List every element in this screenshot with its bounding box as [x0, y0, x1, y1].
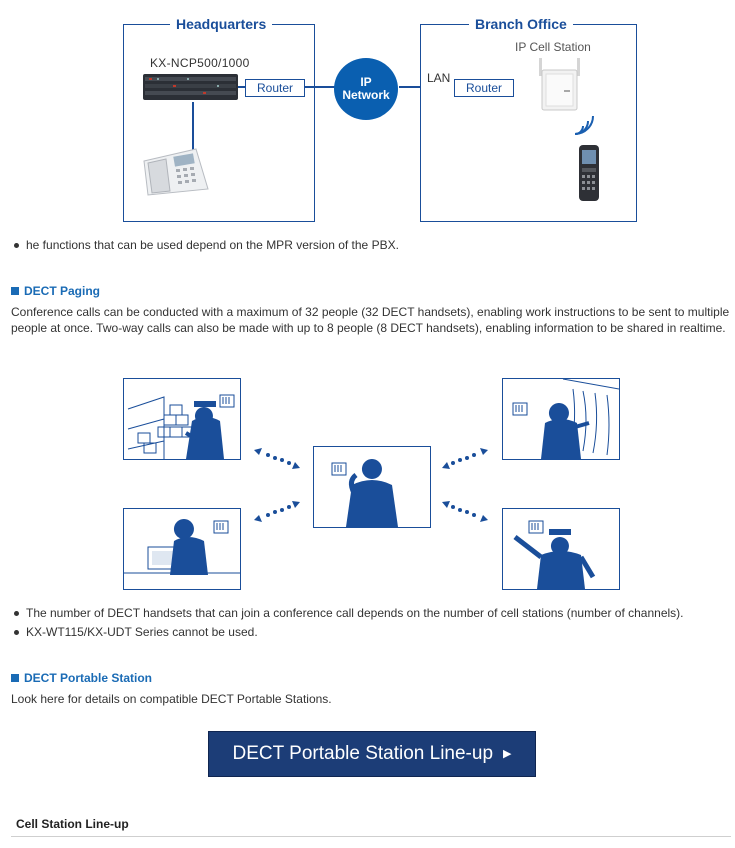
cell-station-lineup-heading: Cell Station Line-up [16, 817, 129, 831]
note-list-2: The number of DECT handsets that can joi… [12, 604, 684, 642]
desk-phone-icon [143, 148, 209, 196]
branch-office-title: Branch Office [469, 16, 573, 32]
dect-portable-station-lineup-button[interactable]: DECT Portable Station Line-up ▶ [208, 731, 536, 777]
dect-paging-heading: DECT Paging [11, 284, 100, 298]
ip-cell-station-label: IP Cell Station [515, 40, 591, 54]
heading-square-icon [11, 674, 19, 682]
office-worker-illustration [123, 508, 241, 590]
chevron-right-icon: ▶ [503, 748, 512, 760]
paging-arrows [254, 448, 488, 522]
list-item: KX-WT115/KX-UDT Series cannot be used. [12, 623, 684, 642]
portable-station-text: Look here for details on compatible DECT… [11, 692, 332, 706]
dect-paging-text: Conference calls can be conducted with a… [11, 305, 730, 335]
lan-label: LAN [427, 71, 451, 85]
heading-square-icon [11, 287, 19, 295]
pbx-model-label: KX-NCP500/1000 [150, 56, 250, 70]
list-item: The number of DECT handsets that can joi… [12, 604, 684, 623]
ip-network-line2: Network [342, 88, 390, 102]
manager-illustration [313, 446, 431, 528]
hq-router: Router [245, 79, 305, 97]
ip-network-circle: IP Network [334, 58, 398, 120]
headquarters-title: Headquarters [170, 16, 273, 32]
branch-router: Router [454, 79, 514, 97]
warehouse-worker-illustration [123, 378, 241, 460]
security-guard-illustration [502, 508, 620, 590]
pbx-device-icon [143, 74, 238, 100]
wireless-signal-icon [574, 116, 594, 135]
ip-cell-station-icon [539, 58, 580, 111]
retail-worker-illustration [502, 378, 620, 460]
list-item: he functions that can be used depend on … [12, 236, 399, 255]
dect-handset-icon [579, 145, 599, 201]
dect-portable-station-heading-text: DECT Portable Station [24, 671, 153, 685]
dect-paging-heading-text: DECT Paging [24, 284, 101, 298]
dect-portable-station-heading: DECT Portable Station [11, 671, 152, 685]
button-label: DECT Portable Station Line-up [232, 743, 494, 764]
note-list-1: he functions that can be used depend on … [12, 236, 399, 255]
ip-network-line1: IP [360, 75, 372, 89]
branch-office-box: Branch Office [420, 16, 637, 222]
section-divider [11, 836, 731, 837]
